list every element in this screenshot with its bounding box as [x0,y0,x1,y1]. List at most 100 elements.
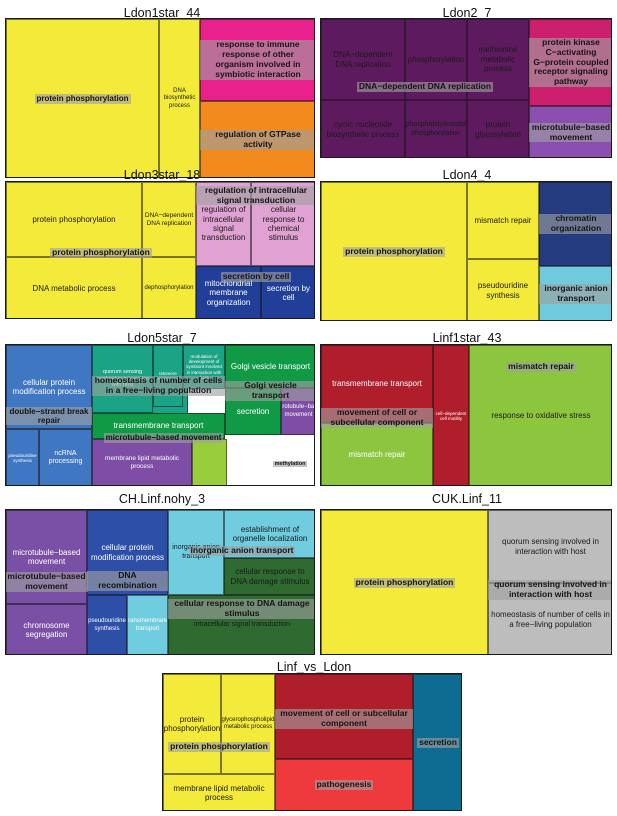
treemap-cell-label: phosphatidylinositol phosphorylation [405,121,467,137]
treemap-cell-label: cellular protein modification process [91,543,164,562]
treemap-cell: cellular response to chemical stimulus [251,182,314,266]
treemap-cell-label: cellular response to DNA damage stimulus [230,567,310,586]
treemap-cell-label: dephosphorylation [144,284,194,291]
treemap-cell-label: regulation of intracellular signal trans… [201,205,246,243]
treemap-ldon3star-18: protein phosphorylation DNA−dependent DNA… [5,181,315,319]
group-label-text: methylation [272,460,308,468]
treemap-cell-label: secretion [236,406,270,416]
group-label: methylation [264,456,314,472]
treemap-cell-label: pseudouridine synthesis [88,618,126,632]
treemap-cell-label: protein phosphorylation [32,214,116,224]
treemap-cell: intracellular signal transduction [168,595,314,654]
treemap-cell: membrane lipid metabolic process [163,774,275,810]
treemap-cell: microtubule−based movement [6,510,87,604]
treemap-cell-label: establishment of organelle localization [232,524,308,543]
treemap-cell: glycerophospholipid metabolic process [221,674,275,774]
treemap-cell: microtubule−based movement [281,388,315,435]
treemap-cell: dephosphorylation [142,257,196,318]
treemap-cell [539,266,611,320]
treemap-cell-label: ncRNA processing [48,449,83,465]
treemap-cuk-linf-11: quorum sensing involved in interaction w… [320,509,612,655]
treemap-cell: mismatch repair [467,182,539,259]
treemap-cell-label: membrane lipid metabolic process [173,783,265,802]
treemap-cell: protein phosphorylation [6,182,142,257]
treemap-cell-label: Golgi vesicle transport [230,361,311,371]
treemap-cell-label: telomere maintenance [155,370,181,381]
treemap-cell-label: cyclic nucleotide biosynthetic process [326,120,400,139]
chart-title: Ldon5star_7 [127,331,197,345]
chart-title: Linf_vs_Ldon [276,660,352,674]
treemap-cell-label: quorum sensing involved in interaction w… [502,537,599,556]
treemap-linf1star-43: transmembrane transport cell−dependent ce… [320,344,612,486]
treemap-cell [200,101,314,177]
treemap-cell-label: cellular protein modification process [12,377,86,396]
treemap-cell: protein glycosylation [467,100,529,157]
treemap-cell [200,19,314,101]
treemap-cell: DNA−dependent DNA replication [142,182,196,257]
treemap-cell-label: response to oxidative stress [491,411,591,421]
treemap-cell-label: DNA−dependent DNA replication [144,211,194,227]
treemap-cell-label: homeostasis of number of cells in a free… [491,610,610,629]
chart-title: Ldon2_7 [442,6,492,20]
treemap-cell-label: transmembrane transport [113,421,204,431]
treemap-cell-label: inorganic anion transport [172,544,220,560]
treemap-cell: cellular protein modification process [6,345,92,429]
treemap-cell-label: microtubule−based movement [12,547,81,566]
treemap-cell [321,182,467,320]
chart-title: CH.Linf.nohy_3 [118,492,206,506]
treemap-cell: transmembrane transport [127,595,168,654]
treemap-cell: pseudouridine synthesis [6,429,39,485]
treemap-cell-label: microtubule−based movement [282,404,315,418]
treemap-cell-label: cell−dependent cell motility [435,410,467,421]
treemap-cell-label: DNA−dependent DNA replication [333,50,393,69]
treemap-cell: quorum sensing involved in interaction w… [488,510,611,583]
treemap-cell-label: mitochondrial membrane organization [204,278,253,307]
treemap-cell [529,19,611,106]
treemap-cell: protein phosphorylation [163,674,221,774]
treemap-ldon5star-7: cellular protein modification process pse… [5,344,315,486]
treemap-cell: phosphorylation [405,19,467,100]
treemap-ch-linf-nohy-3: microtubule−based movement chromosome seg… [5,509,315,655]
treemap-cell-label: DNA metabolic process [32,283,116,293]
treemap-cell-label: protein phosphorylation [163,714,221,733]
treemap-cell: DNA−dependent DNA replication [321,19,405,100]
treemap-cell-label: mismatch repair [348,450,406,460]
treemap-cell-label: DNA biosynthetic process [163,88,196,109]
treemap-cell: response to oxidative stress [469,345,611,485]
treemap-cell-label: glycerophospholipid metabolic process [221,716,275,730]
treemap-cell: DNA metabolic process [6,257,142,318]
treemap-cell-label: phosphorylation [407,54,465,64]
treemap-cell: cell−dependent cell motility [433,345,469,485]
treemap-cell [321,510,488,654]
treemap-cell-label: pseudouridine synthesis [477,281,529,300]
treemap-cell: methionine metabolic process [467,19,529,100]
treemap-cell: cyclic nucleotide biosynthetic process [321,100,405,157]
treemap-cell: homeostasis of number of cells in a free… [488,583,611,654]
treemap-cell-label: cellular response to chemical stimulus [262,205,305,243]
treemap-cell-label: transmembrane transport [332,379,422,389]
treemap-cell-label: intracellular signal transduction [193,621,291,629]
treemap-cell: secretion by cell [261,266,314,318]
treemap-cell: modulation of development of symbiont in… [183,345,225,389]
treemap-cell: ncRNA processing [39,429,92,485]
treemap-cell: mitochondrial membrane organization [196,266,261,318]
chart-title: Ldon4_4 [442,168,492,182]
treemap-cell-label: chromosome segregation [23,620,70,639]
treemap-ldon2-7: DNA−dependent DNA replication phosphoryla… [320,18,612,158]
treemap-cell [275,674,413,759]
treemap-cell [413,674,461,810]
treemap-cell-label: protein glycosylation [475,120,521,139]
treemap-cell [192,439,227,485]
treemap-cell: establishment of organelle localization [224,510,314,558]
treemap-cell-label: quorum sensing involved in interaction w… [96,369,149,389]
treemap-cell [275,759,413,810]
treemap-cell: pseudouridine synthesis [467,259,539,320]
treemap-cell-label: secretion by cell [266,283,311,302]
treemap-cell: mismatch repair [321,423,433,485]
treemap-cell: secretion [225,388,281,435]
treemap-cell-label: membrane lipid metabolic process [104,455,180,470]
treemap-cell: pseudouridine synthesis [87,595,127,654]
